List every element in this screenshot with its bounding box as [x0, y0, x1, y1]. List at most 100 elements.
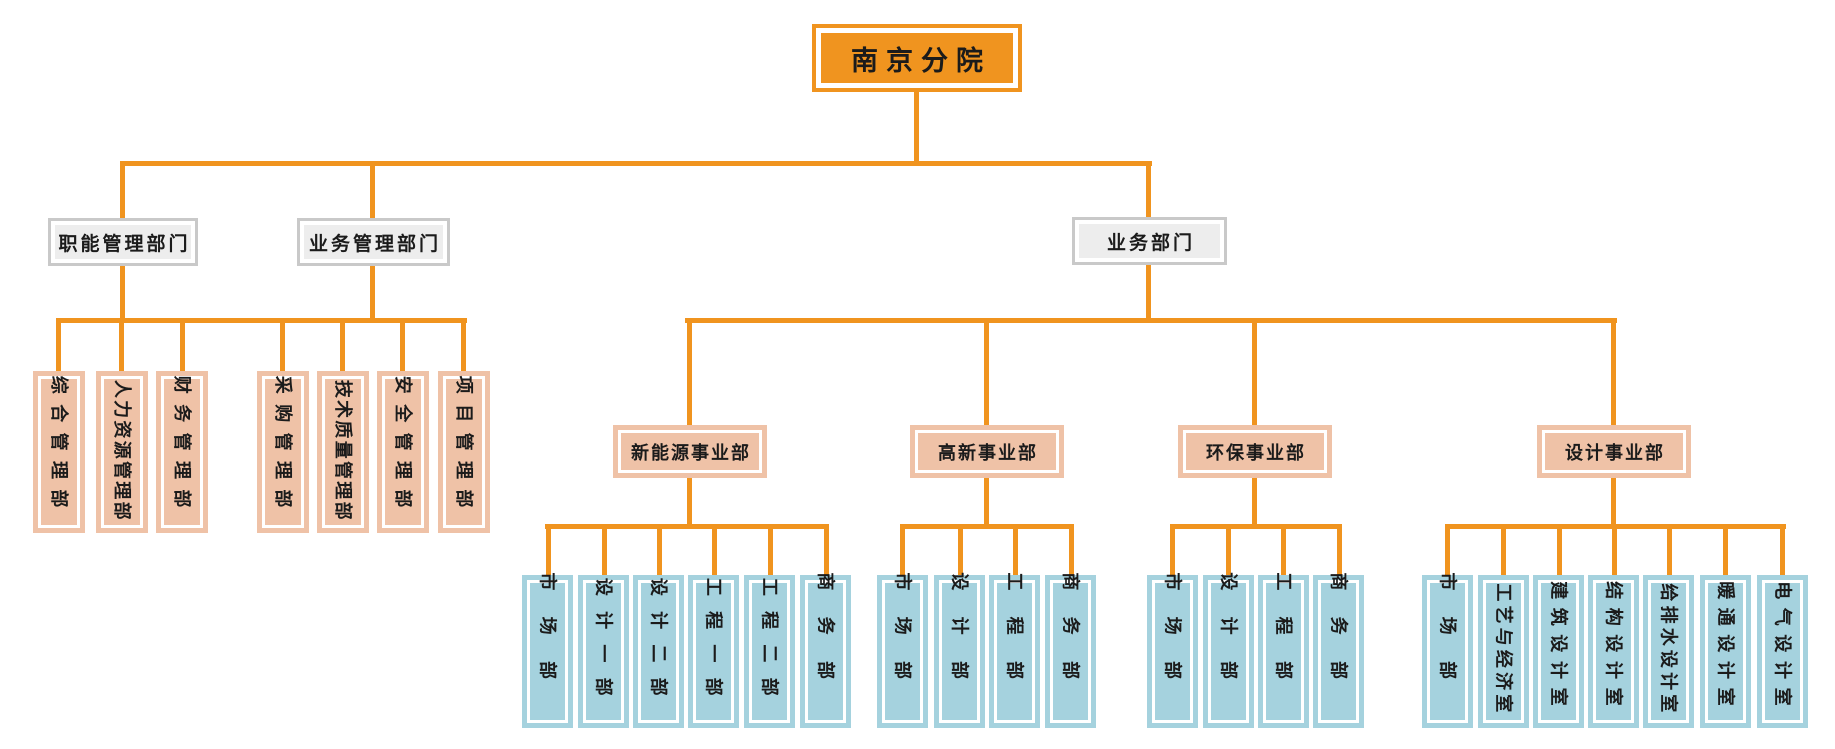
dept-label: 暖通设计室 — [1715, 580, 1736, 714]
dept-label: 市场部 — [892, 571, 913, 705]
division-2-dept-node: 市场部 — [877, 571, 928, 728]
connector-tick — [1170, 529, 1175, 575]
connector-tick — [1612, 529, 1617, 575]
dept-label: 结构设计室 — [1603, 580, 1624, 714]
functional-dept-node: 人力资源管理部 — [96, 371, 148, 533]
connector-tick — [461, 323, 466, 371]
connector-division-4-bar — [1445, 524, 1786, 529]
connector-tick — [1501, 529, 1506, 575]
dept-label: 市场部 — [537, 571, 558, 705]
level1-node-functional: 职能管理部门 — [48, 218, 198, 266]
connector-division-3-bar — [1170, 524, 1342, 529]
division-3-dept-node: 设计部 — [1203, 571, 1254, 728]
connector-tick — [824, 529, 829, 575]
connector-drop-division-1 — [687, 323, 692, 425]
level1-node-business-mgmt: 业务管理部门 — [297, 218, 450, 266]
dept-label: 商务部 — [1060, 571, 1081, 705]
connector-tick — [340, 323, 345, 371]
connector-tick — [657, 529, 662, 575]
level1-label: 业务部门 — [1106, 232, 1195, 254]
division-1-dept-node: 工程二部 — [744, 575, 795, 728]
dept-label: 工程一部 — [703, 577, 724, 711]
division-label: 设计事业部 — [1565, 442, 1665, 463]
connector-tick — [602, 529, 607, 575]
connector-business-mgmt-down — [370, 266, 375, 318]
dept-label: 工程部 — [1004, 571, 1025, 705]
connector-tick — [180, 323, 185, 371]
connector-functional-down — [120, 266, 125, 318]
dept-label: 商务部 — [1328, 571, 1349, 705]
connector-tick — [280, 323, 285, 371]
connector-tick — [1557, 529, 1562, 575]
connector-drop-division-3 — [1252, 323, 1257, 425]
division-1-dept-node: 商务部 — [800, 571, 851, 728]
dept-label: 给排水设计室 — [1658, 582, 1679, 716]
connector-tick — [712, 529, 717, 575]
division-4-dept-node: 市场部 — [1422, 572, 1473, 728]
dept-label: 工程部 — [1273, 571, 1294, 705]
division-4-dept-node: 电气设计室 — [1757, 575, 1808, 728]
division-label: 高新事业部 — [938, 442, 1038, 463]
connector-root-drop — [914, 92, 919, 166]
dept-label: 财务管理部 — [172, 375, 192, 518]
division-node-environmental: 环保事业部 — [1178, 425, 1332, 478]
connector-division-4-down — [1611, 478, 1616, 524]
connector-tick — [1013, 529, 1018, 575]
connector-division-3-down — [1252, 478, 1257, 524]
dept-label: 采购管理部 — [273, 375, 293, 518]
connector-division-1-down — [687, 478, 692, 524]
connector-tick — [1337, 529, 1342, 575]
connector-drop-business — [1146, 166, 1151, 217]
dept-label: 市场部 — [1162, 571, 1183, 705]
connector-tick — [546, 529, 551, 575]
connector-drop-division-2 — [984, 323, 989, 425]
dept-label: 综合管理部 — [49, 375, 69, 518]
connector-left-children-bar — [56, 318, 467, 323]
connector-division-2-bar — [900, 524, 1074, 529]
connector-tick — [958, 529, 963, 575]
division-1-dept-node: 设计二部 — [633, 575, 684, 728]
dept-label: 项目管理部 — [454, 375, 474, 518]
level1-label: 业务管理部门 — [308, 233, 441, 255]
division-4-dept-node: 工艺与经济室 — [1478, 575, 1529, 728]
division-1-dept-node: 工程一部 — [688, 575, 739, 728]
division-node-new-energy: 新能源事业部 — [613, 425, 767, 478]
org-root-node: 南京分院 — [812, 24, 1022, 92]
functional-dept-node: 综合管理部 — [33, 371, 85, 533]
connector-tick — [1667, 529, 1672, 575]
division-2-dept-node: 设计部 — [934, 571, 985, 728]
level1-label: 职能管理部门 — [58, 233, 191, 255]
division-node-high-tech: 高新事业部 — [910, 425, 1064, 478]
dept-label: 电气设计室 — [1772, 580, 1793, 714]
dept-label: 设计部 — [949, 571, 970, 705]
business-mgmt-dept-node: 安全管理部 — [377, 371, 429, 533]
connector-tick — [768, 529, 773, 575]
connector-tick — [119, 323, 124, 371]
functional-dept-node: 财务管理部 — [156, 371, 208, 533]
division-3-dept-node: 工程部 — [1258, 571, 1309, 728]
division-1-dept-node: 市场部 — [522, 571, 573, 728]
connector-division-2-down — [984, 478, 989, 524]
connector-divisions-bar — [685, 318, 1617, 323]
dept-label: 设计一部 — [593, 577, 614, 711]
connector-drop-business-mgmt — [370, 166, 375, 218]
dept-label: 安全管理部 — [393, 375, 413, 518]
division-3-dept-node: 市场部 — [1147, 571, 1198, 728]
connector-tick — [900, 529, 905, 575]
connector-level1-bar — [120, 161, 1152, 166]
level1-node-business: 业务部门 — [1072, 217, 1227, 265]
connector-tick — [1445, 529, 1450, 575]
connector-drop-division-4 — [1611, 323, 1616, 425]
division-label: 新能源事业部 — [631, 442, 751, 463]
dept-label: 工程二部 — [759, 577, 780, 711]
connector-drop-functional — [120, 166, 125, 218]
business-mgmt-dept-node: 采购管理部 — [257, 371, 309, 533]
division-4-dept-node: 建筑设计室 — [1533, 575, 1584, 728]
division-node-design: 设计事业部 — [1537, 425, 1691, 478]
connector-business-down — [1146, 265, 1151, 318]
dept-label: 设计部 — [1218, 571, 1239, 705]
connector-tick — [56, 323, 61, 371]
division-2-dept-node: 工程部 — [989, 571, 1040, 728]
dept-label: 商务部 — [815, 571, 836, 705]
